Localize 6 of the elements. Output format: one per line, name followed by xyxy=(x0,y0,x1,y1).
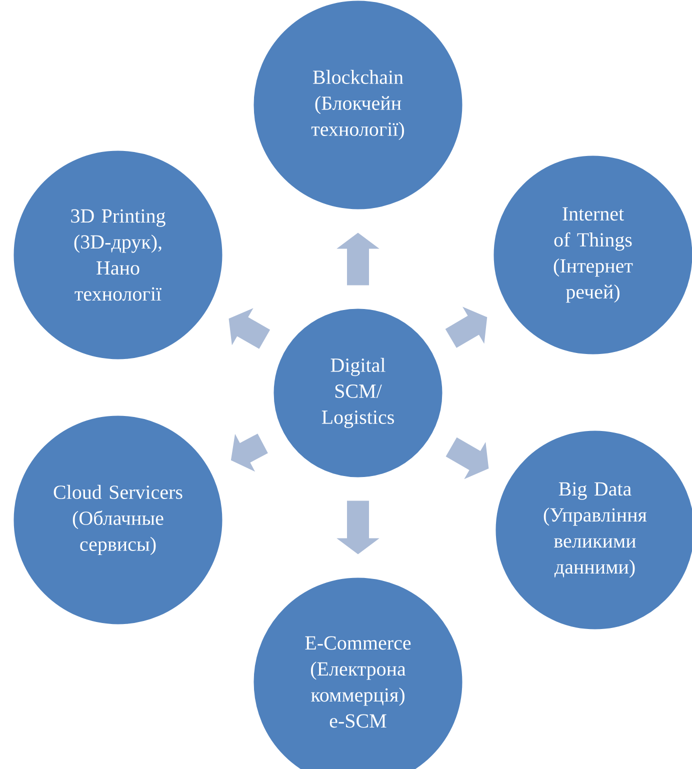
circle-node: 3D Printing (3D-друк), Нано технології xyxy=(12,149,224,361)
circle-node: E-Commerce (Електрона коммерція) e-SCM xyxy=(252,576,464,769)
circle-node: Internet of Things (Інтернет речей) xyxy=(492,154,692,356)
circle-node: Big Data (Управління великими данними) xyxy=(494,429,692,631)
circle-node: Cloud Servicers (Облачные сервисы) xyxy=(12,414,224,626)
circle-node: Digital SCM/ Logistics xyxy=(272,307,444,479)
